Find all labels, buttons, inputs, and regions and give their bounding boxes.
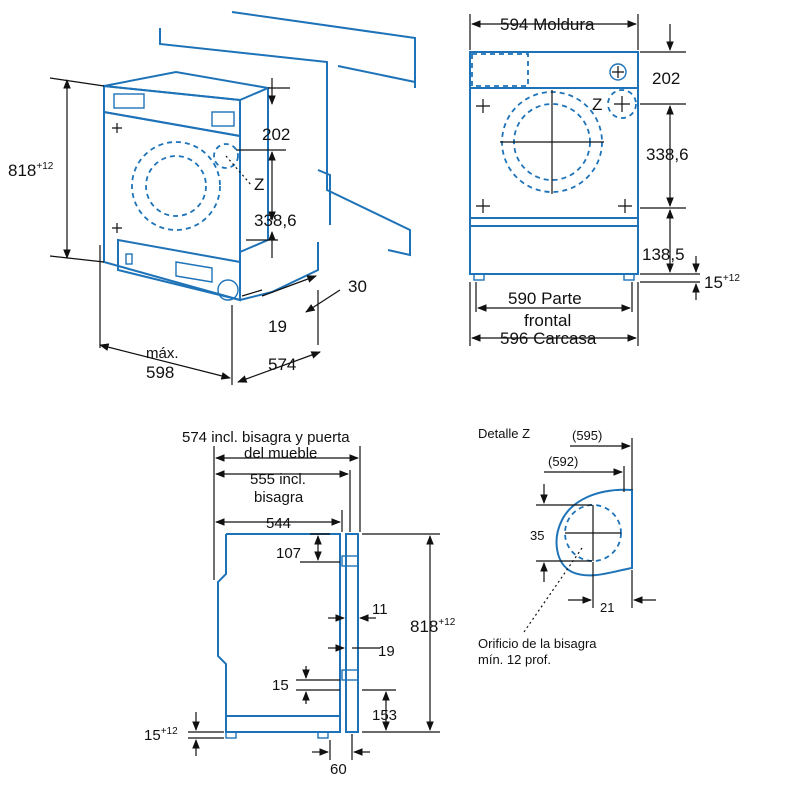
side-body: [217, 533, 341, 733]
detail-z-marker: Z: [254, 175, 264, 194]
drum-door-outline: [131, 141, 221, 231]
service-flap: [175, 261, 213, 283]
diameter-label: 35: [530, 528, 544, 543]
hinge-hole: [213, 143, 239, 169]
drawer-outline: [471, 53, 529, 87]
hinge-depth-label-1: 555 incl.: [250, 471, 306, 488]
front-width-label-1: 590 Parte: [508, 289, 582, 308]
edge-offset-label: 21: [600, 600, 614, 615]
lower-hinge-label: 15: [272, 677, 289, 694]
depth-dimension: [237, 351, 321, 383]
fixing-cross-bottom: [112, 223, 122, 233]
front-body: [469, 51, 639, 275]
detail-cutout: [555, 488, 633, 577]
niche-top-edge: [231, 11, 416, 88]
hinge-offset-label-front: 338,6: [646, 145, 689, 164]
perspective-view: 818+12 202 Z 338,6 30 19 máx. 598 574: [8, 11, 416, 385]
foot-height-label: 15+12: [704, 273, 740, 292]
front-view: 594 Moldura 202 Z 338,6 138,5 15+12 590 …: [469, 14, 740, 348]
side-view: 574 incl. bisagra y puerta del mueble 55…: [144, 429, 456, 778]
foot-marker: [125, 253, 133, 265]
drawer-handle: [113, 93, 145, 109]
hinge-offset-label: 338,6: [254, 211, 297, 230]
body-depth-label: 544: [266, 515, 291, 532]
side-foot-right: [317, 731, 329, 739]
inner-label: (592): [548, 454, 578, 469]
outer-label: (595): [572, 428, 602, 443]
detail-z-title: Detalle Z: [478, 426, 530, 441]
total-depth-label-2: del mueble: [244, 445, 317, 462]
side-foot-label: 15+12: [144, 726, 178, 744]
upper-fixing: [609, 63, 627, 81]
foot-left: [473, 273, 485, 281]
door-depth-label: 30: [348, 277, 367, 296]
door-centerlines: [500, 90, 604, 194]
hinge-hole-front: [607, 89, 637, 119]
bottom-hinge-label: 153: [372, 707, 397, 724]
base-edge: [239, 242, 319, 301]
detail-z-view: Detalle Z (595) (592) 35 21 Orificio de …: [478, 426, 656, 667]
furniture-door: [345, 533, 359, 733]
front-offset-label: 19: [268, 317, 287, 336]
drum-glass: [145, 155, 207, 217]
appliance-top: [103, 70, 272, 102]
program-display: [211, 111, 235, 127]
top-hinge-label: 107: [276, 545, 301, 562]
note-line-1: Orificio de la bisagra: [478, 636, 597, 651]
niche-shelf: [337, 65, 416, 83]
foot-right: [623, 273, 635, 281]
detail-z-marker-front: Z: [592, 95, 602, 114]
height-label: 818+12: [8, 161, 54, 180]
total-depth-label-1: 574 incl. bisagra y puerta: [182, 429, 350, 446]
width-dimension: [99, 343, 231, 380]
note-line-2: mín. 12 prof.: [478, 652, 551, 667]
depth-label: 574: [268, 355, 296, 374]
leader-line: [523, 547, 583, 633]
fixing-crosses: [476, 66, 632, 213]
lower-hinge: [341, 669, 359, 681]
niche-inner-edge: [159, 28, 328, 88]
width-max-label: máx.: [146, 345, 179, 362]
casing-width-label: 596 Carcasa: [500, 329, 597, 348]
drain-pump-cap: [217, 279, 239, 301]
fixing-cross-top: [112, 123, 122, 133]
upper-offset-label-front: 202: [652, 69, 680, 88]
side-height-label: 818+12: [410, 617, 456, 636]
molding-width-label: 594 Moldura: [500, 15, 595, 34]
front-width-label-2: frontal: [524, 311, 571, 330]
side-foot-left: [225, 731, 237, 739]
hinge-depth-label-2: bisagra: [254, 489, 304, 506]
niche-side-inner: [317, 169, 331, 225]
plinth-label: 60: [330, 761, 347, 778]
niche-side: [326, 88, 411, 257]
hinge-gap-label: 19: [378, 643, 395, 660]
upper-offset-label: 202: [262, 125, 290, 144]
lower-offset-label: 138,5: [642, 245, 685, 264]
width-label: 598: [146, 363, 174, 382]
upper-hinge: [341, 555, 359, 567]
detail-centerlines: [565, 505, 621, 561]
door-gap-label: 11: [372, 601, 388, 618]
